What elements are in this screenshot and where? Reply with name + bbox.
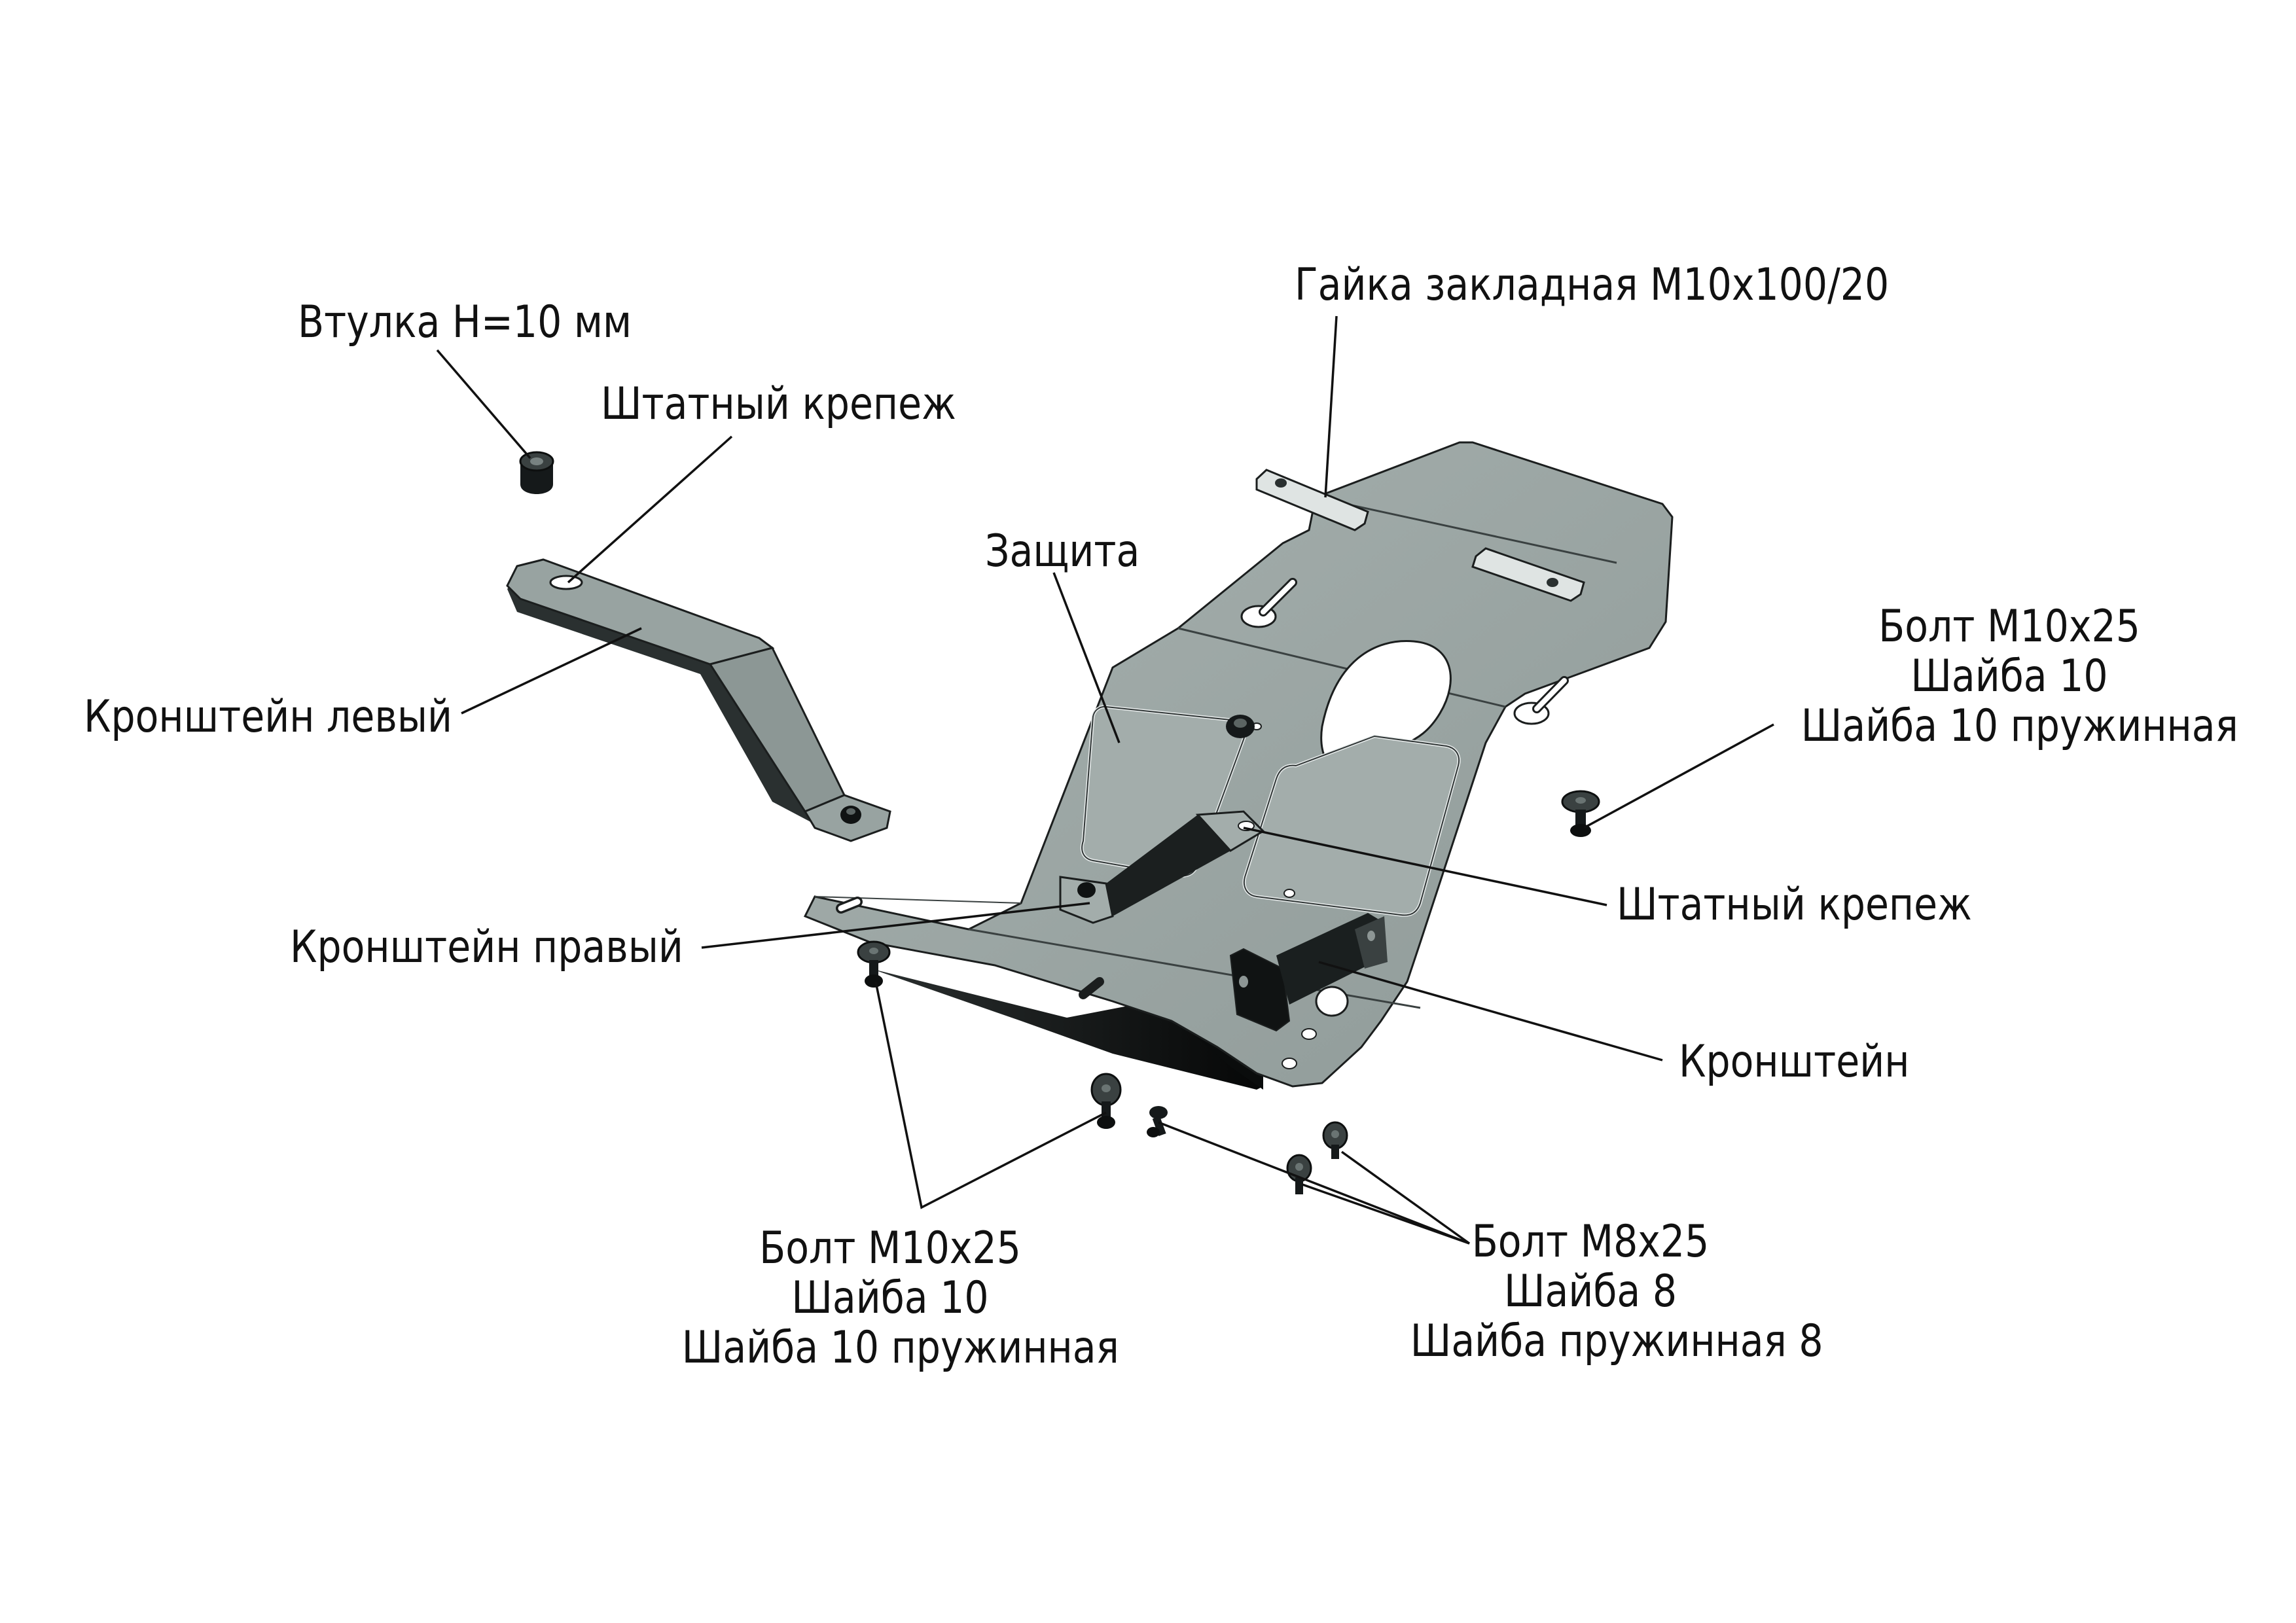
label-embedded-nut: Гайка закладная М10х100/20 — [1295, 259, 1890, 311]
label-bolt-set-bottom-m10-line: Шайба 10 — [791, 1272, 989, 1324]
embedded-nut-plate — [1471, 547, 1585, 602]
bolt-m10 — [1561, 790, 1600, 837]
bracket-part — [1229, 913, 1388, 1032]
leader-bolt-set-bottom-m10 — [874, 981, 1107, 1209]
leader-standard-fastener-top — [567, 435, 733, 584]
label-bolt-set-right-line: Шайба 10 — [1910, 651, 2108, 702]
guard-hole — [1301, 1028, 1317, 1040]
label-bracket-right: Кронштейн правый — [290, 921, 683, 973]
leader-standard-fastener-right — [1243, 827, 1607, 906]
label-bolt-set-bottom-m8: Болт М8х25 Шайба 8 Шайба пружинная 8 — [1410, 1216, 1823, 1367]
leader-bolt-set-bottom-m8 — [1302, 1183, 1470, 1245]
leader-bracket-left — [461, 627, 642, 715]
guard-recess-right-edge — [1244, 735, 1460, 916]
bolt-m8 — [1322, 1121, 1348, 1159]
leader-bracket-right — [701, 902, 1090, 949]
guard-hole — [1282, 1058, 1297, 1069]
leader-bolt-set-right — [1583, 723, 1774, 829]
leader-embedded-nut — [1324, 315, 1338, 498]
keyhole-slot — [1240, 578, 1297, 628]
label-bolt-set-bottom-m10: Болт М10х25 Шайба 10 Шайба 10 пружинная — [681, 1222, 1119, 1374]
guard-bend-line — [1315, 496, 1617, 564]
bolt-m10 — [1090, 1073, 1122, 1129]
label-bushing: Втулка H=10 мм — [298, 296, 632, 348]
label-bracket-left: Кронштейн левый — [84, 691, 453, 743]
label-standard-fastener-top: Штатный крепеж — [601, 378, 956, 430]
label-bolt-set-right-line: Болт М10х25 — [1878, 601, 2140, 652]
guard-hole — [1283, 889, 1295, 898]
guard-slot — [1079, 977, 1104, 999]
bracket-left-part — [506, 558, 891, 842]
label-bolt-set-bottom-m8-line: Болт М8х25 — [1471, 1216, 1710, 1268]
label-bolt-set-bottom-m8-line: Шайба пружинная 8 — [1410, 1315, 1823, 1367]
guard-hole — [1315, 986, 1349, 1017]
bracket-left-slot — [549, 575, 583, 590]
embedded-nut-plate — [1255, 469, 1369, 531]
guard-bend-line — [1177, 627, 1506, 708]
leader-bushing — [436, 349, 531, 459]
label-bolt-set-bottom-m10-line: Болт М10х25 — [759, 1222, 1021, 1274]
label-bracket: Кронштейн — [1679, 1036, 1910, 1088]
guard-slot — [838, 899, 861, 912]
bracket-right-part — [1059, 810, 1265, 924]
bolt-m8 — [1147, 1106, 1168, 1137]
label-guard: Защита — [985, 526, 1140, 577]
label-bolt-set-right: Болт М10х25 Шайба 10 Шайба 10 пружинная — [1801, 601, 2238, 752]
label-bolt-set-bottom-m8-line: Шайба 8 — [1503, 1266, 1677, 1317]
leader-lines — [436, 315, 1774, 1245]
bushing-part — [519, 451, 554, 494]
leader-bracket — [1318, 961, 1663, 1061]
guard-plate — [803, 441, 1674, 1090]
leader-guard — [1052, 572, 1121, 743]
label-standard-fastener-right: Штатный крепеж — [1617, 879, 1972, 931]
label-bolt-set-bottom-m10-line: Шайба 10 пружинная — [681, 1322, 1119, 1374]
bolt-m10 — [857, 940, 891, 988]
label-bolt-set-right-line: Шайба 10 пружинная — [1801, 700, 2238, 752]
guard-underside-shadow — [870, 969, 1263, 1090]
keyhole-slot — [1513, 676, 1569, 725]
guard-bend-line — [814, 896, 1022, 904]
